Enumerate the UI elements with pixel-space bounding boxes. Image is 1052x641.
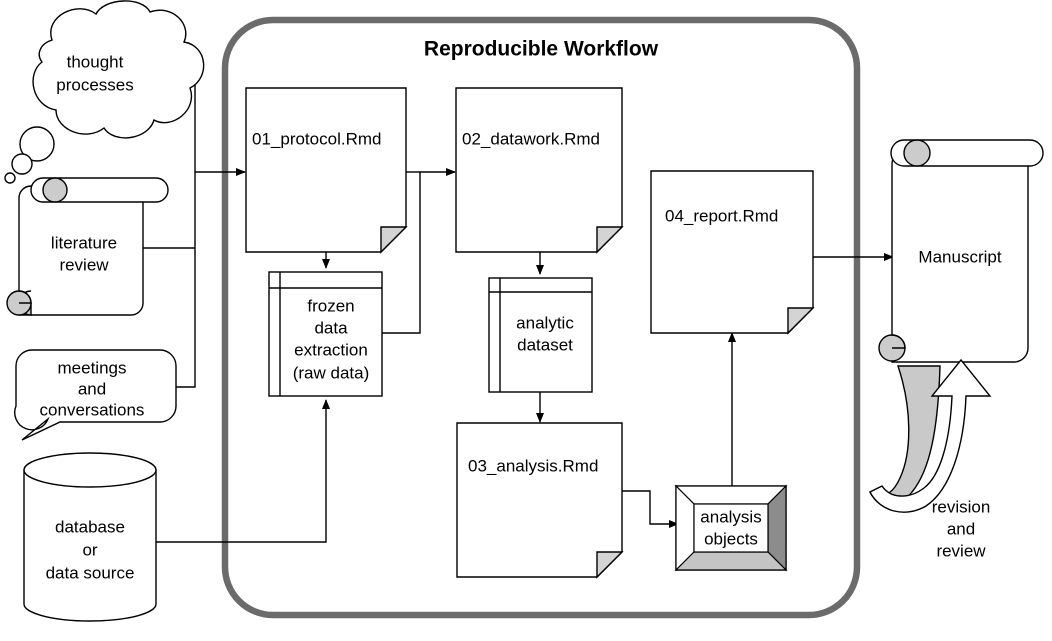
frozen-data-store-shape — [268, 271, 383, 397]
frozen-data-label-line1: frozen — [307, 296, 354, 315]
manuscript-scroll-top-curl — [903, 139, 931, 167]
analysis-objects-label-line1: analysis — [700, 507, 761, 526]
analytic-dataset-node: analytic dataset — [488, 277, 593, 393]
workflow-title: Reproducible Workflow — [424, 38, 659, 61]
analysis-rmd-label: 03_analysis.Rmd — [468, 456, 598, 475]
database-label-line2: or — [82, 540, 97, 559]
analysis-objects-label-line2: objects — [704, 529, 758, 548]
report-document-fold-icon — [787, 307, 815, 335]
thought-processes-label-line1: thought — [67, 52, 124, 71]
literature-review-node: literature review — [6, 177, 169, 316]
connector-database-to-frozen — [156, 399, 330, 543]
cylinder-body — [23, 469, 157, 622]
frozen-data-label-line4: (raw data) — [293, 363, 370, 382]
thought-bubble-large — [19, 126, 55, 162]
meetings-conversations-node: meetings and conversations — [14, 349, 177, 441]
literature-review-label-line2: review — [59, 255, 109, 274]
revision-label-line3: review — [936, 541, 986, 560]
database-label-line1: database — [55, 517, 125, 536]
meetings-label-line2: and — [78, 379, 106, 398]
analysis-objects-inner-face — [693, 503, 769, 553]
analytic-dataset-label-line2: dataset — [517, 335, 573, 354]
manuscript-label: Manuscript — [918, 247, 1001, 266]
meetings-label-line3: conversations — [40, 400, 145, 419]
analysis-objects-node: analysis objects — [674, 484, 788, 572]
datawork-rmd-node: 02_datawork.Rmd — [455, 87, 624, 254]
thought-processes-node: thought processes — [4, 0, 205, 184]
protocol-rmd-node: 01_protocol.Rmd — [245, 87, 408, 254]
report-rmd-node: 04_report.Rmd — [650, 170, 815, 335]
thought-cloud-shape — [32, 0, 205, 139]
revision-label-line1: revision — [932, 497, 991, 516]
literature-review-label-line1: literature — [51, 233, 117, 252]
analytic-data-store-shape — [488, 277, 593, 393]
datawork-rmd-label: 02_datawork.Rmd — [462, 129, 600, 148]
connector-analysis-to-objects — [622, 490, 679, 528]
connector-meetings-to-bus — [176, 172, 196, 388]
frozen-data-label-line3: extraction — [294, 340, 368, 359]
analysis-rmd-node: 03_analysis.Rmd — [456, 422, 624, 579]
database-label-line3: data source — [46, 563, 135, 582]
literature-scroll-top-curl — [42, 177, 68, 203]
literature-scroll-body — [18, 185, 144, 316]
thought-bubble-medium — [11, 153, 33, 175]
revision-review-node: revision and review — [869, 358, 992, 560]
datawork-document-fold-icon — [596, 226, 624, 254]
thought-processes-label-line2: processes — [56, 75, 133, 94]
literature-scroll-bottom-hook — [18, 290, 32, 304]
analysis-objects-bevel-top — [674, 485, 788, 505]
analytic-dataset-label-line1: analytic — [516, 313, 574, 332]
revision-loop-arrow-shaft — [869, 358, 992, 513]
database-node: database or data source — [23, 452, 157, 622]
manuscript-node: Manuscript — [878, 139, 1044, 363]
revision-label-line2: and — [947, 519, 975, 538]
manuscript-scroll-bottom-hook — [891, 334, 906, 349]
report-rmd-label: 04_report.Rmd — [665, 206, 778, 225]
thought-bubble-small — [4, 172, 16, 184]
protocol-rmd-label: 01_protocol.Rmd — [252, 129, 381, 148]
cylinder-top — [23, 452, 157, 488]
analysis-objects-bevel-bottom — [674, 551, 788, 571]
protocol-document-fold-icon — [380, 226, 408, 254]
analysis-document-fold-icon — [596, 551, 624, 579]
frozen-data-label-line2: data — [314, 318, 348, 337]
frozen-data-extraction-node: frozen data extraction (raw data) — [268, 271, 383, 397]
connector-frozen-to-datawork — [382, 168, 456, 334]
meetings-label-line1: meetings — [58, 358, 127, 377]
speech-bubble-shape — [14, 349, 177, 441]
workflow-container: Reproducible Workflow — [221, 16, 861, 619]
